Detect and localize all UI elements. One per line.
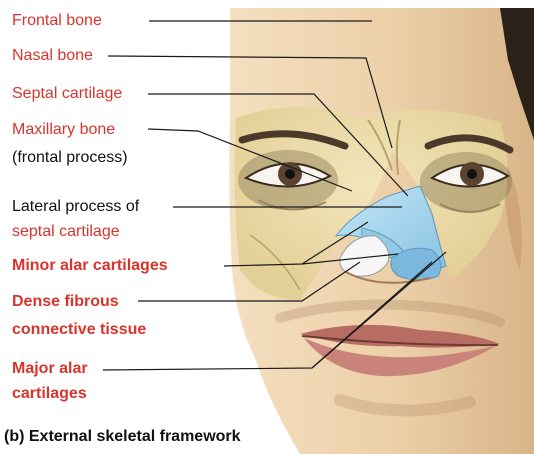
label-septal-cartilage: Septal cartilage xyxy=(12,85,123,102)
label-connective-tissue: connective tissue xyxy=(12,321,147,338)
leader-major-alar-2 xyxy=(311,251,447,369)
label-major-alar-cartilages: cartilages xyxy=(12,385,87,402)
lower-lip xyxy=(304,338,496,377)
label-minor-alar-cartilages: Minor alar cartilages xyxy=(12,257,168,274)
figure-caption: (b) External skeletal framework xyxy=(4,428,241,445)
major-alar-cartilage xyxy=(390,247,442,281)
label-maxillary-frontal-process: (frontal process) xyxy=(12,149,128,166)
hair xyxy=(500,8,534,140)
leader-maxillary-bone xyxy=(147,128,353,192)
label-maxillary-bone: Maxillary bone xyxy=(12,121,116,138)
leader-lines xyxy=(102,20,447,371)
upper-lip xyxy=(300,324,500,348)
label-frontal-bone: Frontal bone xyxy=(12,12,102,29)
skull-bone xyxy=(234,107,508,300)
right-eye xyxy=(429,162,510,188)
left-eye xyxy=(243,162,333,188)
label-nasal-bone: Nasal bone xyxy=(12,47,93,64)
left-eyebrow xyxy=(238,130,349,150)
leader-nasal-bone xyxy=(107,55,393,149)
right-eyebrow xyxy=(424,134,514,154)
label-major-alar: Major alar xyxy=(12,360,88,377)
label-lateral-process: Lateral process of xyxy=(12,198,140,215)
leader-dense-fibrous xyxy=(138,261,361,302)
label-dense-fibrous: Dense fibrous xyxy=(12,293,119,310)
leader-minor-alar-2 xyxy=(301,253,399,265)
leader-septal-cartilage xyxy=(148,93,409,197)
label-lateral-process-septal: septal cartilage xyxy=(12,223,120,240)
